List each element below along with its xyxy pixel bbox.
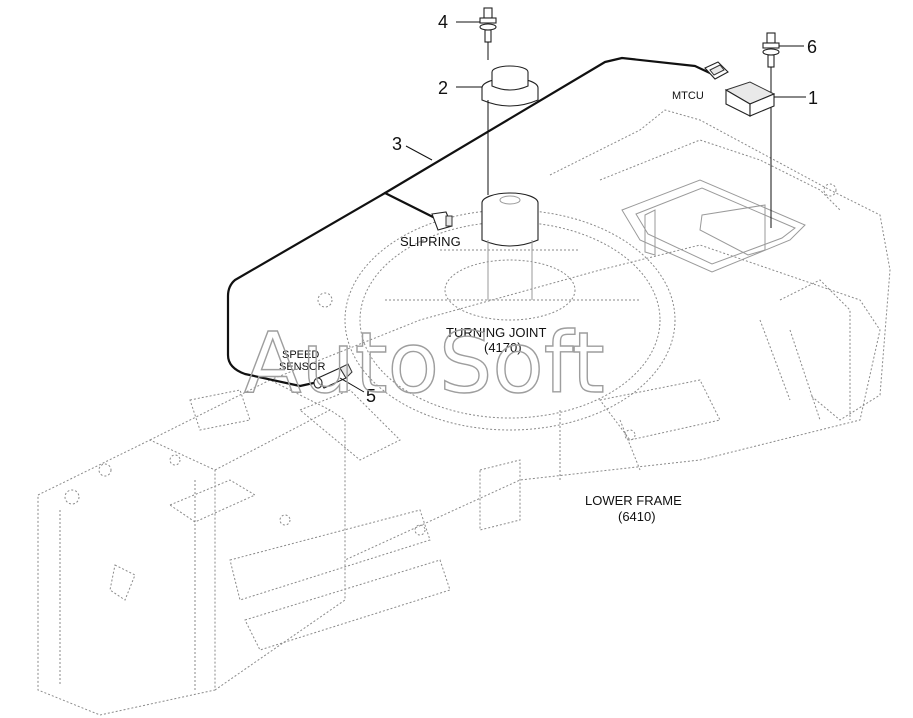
speed-sensor <box>313 363 353 389</box>
turning-joint-label-line1: TURNING JOINT <box>446 325 546 340</box>
callout-4: 4 <box>438 12 448 32</box>
mtcu-mounting-box <box>621 179 806 273</box>
callout-1: 1 <box>808 88 818 108</box>
slipring-connector <box>431 211 453 231</box>
slipring-label: SLIPRING <box>400 234 461 249</box>
leader-3 <box>405 145 433 161</box>
callout-2: 2 <box>438 78 448 98</box>
wiring-harness <box>226 56 714 388</box>
mtcu-unit <box>724 81 776 117</box>
turning-joint <box>481 192 539 300</box>
slipring-cap-part <box>481 65 539 195</box>
leader-5 <box>339 377 365 393</box>
callout-3: 3 <box>392 134 402 154</box>
bolt-part-4 <box>479 7 497 60</box>
watermark: AutoSoft <box>244 314 605 412</box>
speed-sensor-label-line1: SPEED <box>282 349 319 361</box>
mtcu-label: MTCU <box>672 90 704 102</box>
lower-frame-label-line1: LOWER FRAME <box>585 493 682 508</box>
turning-joint-label-line2: (4170) <box>484 340 522 355</box>
lower-frame-outline <box>37 109 891 716</box>
bolt-part-6 <box>762 32 780 228</box>
callout-6: 6 <box>807 37 817 57</box>
callout-5: 5 <box>366 386 376 406</box>
speed-sensor-label-line2: SENSOR <box>279 361 326 373</box>
lower-frame-label-line2: (6410) <box>618 509 656 524</box>
mtcu-connector <box>704 61 729 80</box>
